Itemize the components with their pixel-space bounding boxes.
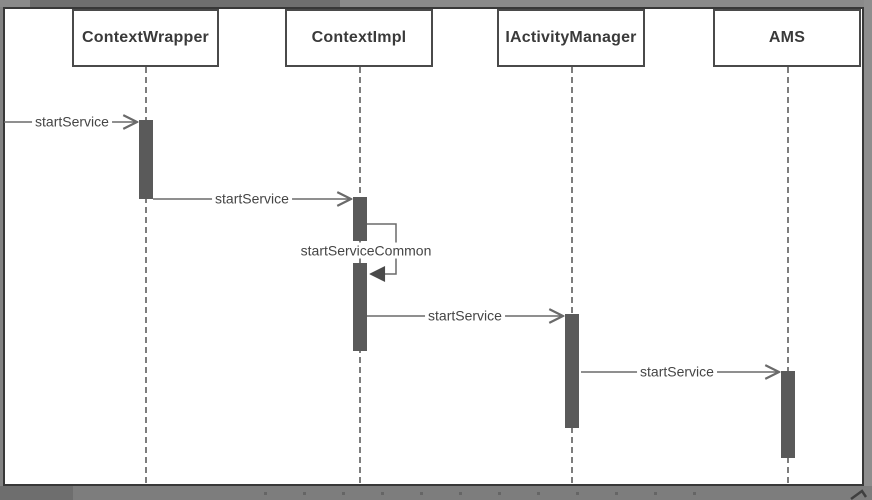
cursor-arrow-remnant-icon bbox=[850, 489, 868, 500]
cutoff-text-remnant bbox=[228, 492, 728, 495]
activation-context-impl-2 bbox=[353, 263, 367, 351]
message-label-startservice-1: startService bbox=[32, 113, 112, 130]
window-frame-right bbox=[864, 0, 872, 500]
message-label-startservice-4: startService bbox=[637, 363, 717, 380]
participant-ams: AMS bbox=[713, 9, 861, 67]
activation-iactivity-manager bbox=[565, 314, 579, 428]
window-frame-bottom-left-shadow bbox=[0, 486, 73, 500]
participant-iactivity-manager: IActivityManager bbox=[497, 9, 645, 67]
window-frame-bottom bbox=[0, 486, 872, 500]
activation-context-wrapper bbox=[139, 120, 153, 199]
participant-context-wrapper: ContextWrapper bbox=[72, 9, 219, 67]
message-label-startservicecommon: startServiceCommon bbox=[297, 242, 435, 259]
lifeline-context-wrapper bbox=[145, 67, 147, 483]
activation-ams bbox=[781, 371, 795, 458]
message-label-startservice-2: startService bbox=[212, 190, 292, 207]
window-frame-top bbox=[0, 0, 872, 7]
lifeline-ams bbox=[787, 67, 789, 483]
lifeline-iactivity-manager bbox=[571, 67, 573, 483]
message-label-startservice-3: startService bbox=[425, 307, 505, 324]
activation-context-impl-1 bbox=[353, 197, 367, 241]
participant-context-impl: ContextImpl bbox=[285, 9, 433, 67]
window-frame-top-shadow bbox=[30, 0, 340, 7]
